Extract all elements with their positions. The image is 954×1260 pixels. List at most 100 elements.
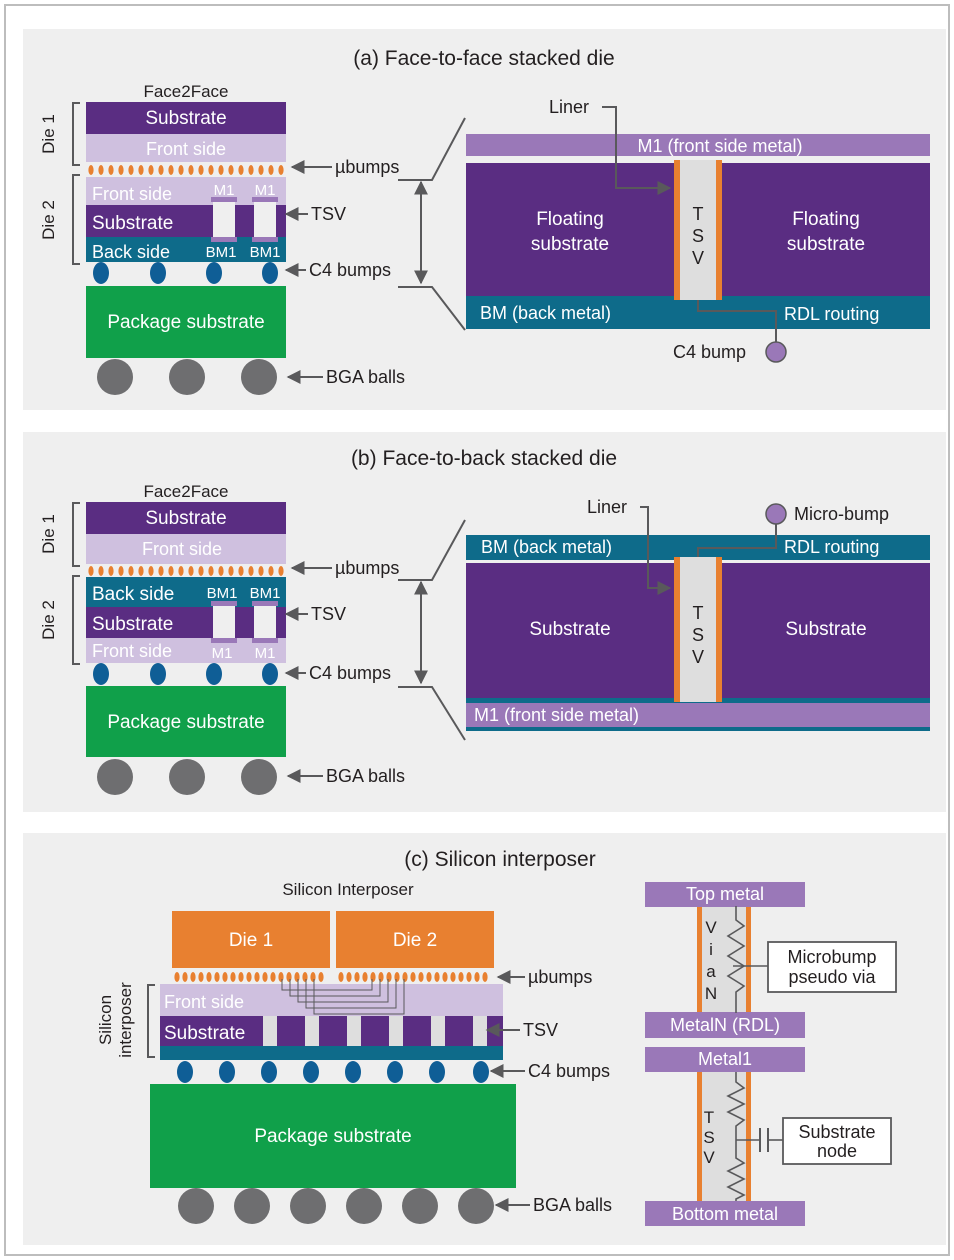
ubump [222, 972, 228, 982]
ubump-row [174, 972, 488, 982]
ubump [138, 165, 144, 175]
via-letter: V [705, 918, 717, 937]
stack-title: Face2Face [143, 482, 228, 501]
ubump [228, 566, 234, 576]
package-substrate-label: Package substrate [254, 1126, 411, 1147]
ubump [286, 972, 292, 982]
ubump [254, 972, 260, 982]
ubump [258, 566, 264, 576]
die1-substrate-label: Substrate [145, 508, 226, 529]
rdl-routing-label: RDL routing [784, 537, 879, 557]
tsv-letter: S [692, 625, 704, 645]
m1-metal-label: M1 (front side metal) [474, 705, 639, 725]
ubump [302, 972, 308, 982]
silicon-interposer-label: interposer [116, 982, 135, 1058]
ubump [362, 972, 368, 982]
ubump [258, 165, 264, 175]
floating-substrate-right: substrate [787, 234, 865, 255]
ubump [214, 972, 220, 982]
tsv-letter: T [693, 204, 704, 224]
floating-substrate-left: substrate [531, 234, 609, 255]
m1-label: M1 [214, 182, 235, 199]
ubump [168, 165, 174, 175]
panel-c-title: (c) Silicon interposer [404, 848, 595, 871]
panel-b-title: (b) Face-to-back stacked die [351, 447, 617, 470]
ubump [262, 972, 268, 982]
liner-label: Liner [549, 97, 589, 117]
ubump [148, 566, 154, 576]
ubump [278, 165, 284, 175]
ubump [466, 972, 472, 982]
c4-bumps-label: C4 bumps [309, 663, 391, 683]
ubump [128, 566, 134, 576]
ubump [268, 165, 274, 175]
ubump [386, 972, 392, 982]
front-side-label: Front side [164, 992, 244, 1012]
ubump [206, 972, 212, 982]
panel-a: (a) Face-to-face stacked die Face2Face S… [23, 29, 946, 410]
die2-label: Die 2 [393, 930, 437, 951]
ubump [238, 972, 244, 982]
bga-balls-label: BGA balls [533, 1195, 612, 1215]
die1-front-side-label: Front side [146, 139, 226, 159]
ubump [278, 566, 284, 576]
m1-label: M1 [212, 645, 233, 662]
ubump [354, 972, 360, 982]
ubump [458, 972, 464, 982]
ubump [278, 972, 284, 982]
ubump [294, 972, 300, 982]
ubump [270, 972, 276, 982]
ubump [182, 972, 188, 982]
via-letter: N [705, 984, 717, 1003]
ubump-row [88, 165, 284, 175]
ubump-row [88, 566, 284, 576]
c4-bump-label: C4 bump [673, 342, 746, 362]
die2-front-side-label: Front side [92, 184, 172, 204]
ubump [178, 566, 184, 576]
substrate-left-label: Substrate [529, 619, 610, 640]
ubump [208, 566, 214, 576]
ubump [190, 972, 196, 982]
ubump [118, 566, 124, 576]
ubump [88, 566, 94, 576]
ubumps-label: µbumps [335, 157, 399, 177]
ubump [248, 165, 254, 175]
die2-back-side-label: Back side [92, 242, 170, 262]
ubump [138, 566, 144, 576]
ubump [442, 972, 448, 982]
substrate-node-label: node [817, 1141, 857, 1161]
tsv-letter: T [704, 1108, 714, 1127]
tsv-label: TSV [311, 204, 346, 224]
ubump [198, 972, 204, 982]
ubump [178, 165, 184, 175]
bm1-label: BM1 [250, 244, 281, 261]
microbump-pseudo-via-label: pseudo via [788, 967, 876, 987]
ubump [338, 972, 344, 982]
via-resistor [726, 906, 746, 1013]
die2-front-side-label: Front side [92, 641, 172, 661]
ubump [426, 972, 432, 982]
ubump [198, 165, 204, 175]
ubump [482, 972, 488, 982]
ubump [246, 972, 252, 982]
microbump-pseudo-via-label: Microbump [787, 947, 876, 967]
ubump [268, 566, 274, 576]
tsv-letter: V [703, 1148, 715, 1167]
ubump [218, 566, 224, 576]
die1-substrate-label: Substrate [145, 108, 226, 129]
die2-substrate-label: Substrate [92, 213, 173, 234]
ubump [248, 566, 254, 576]
package-substrate-label: Package substrate [107, 712, 264, 733]
ubump [238, 165, 244, 175]
die1-front-side-label: Front side [142, 539, 222, 559]
ubump [228, 165, 234, 175]
ubump [238, 566, 244, 576]
tsv-letter: V [692, 647, 704, 667]
ubump [148, 165, 154, 175]
substrate-node-label: Substrate [798, 1122, 875, 1142]
tsv-label: TSV [311, 604, 346, 624]
tsv-letter: S [703, 1128, 714, 1147]
substrate-label: Substrate [164, 1023, 245, 1044]
ubump [158, 566, 164, 576]
die2-substrate-label: Substrate [92, 614, 173, 635]
